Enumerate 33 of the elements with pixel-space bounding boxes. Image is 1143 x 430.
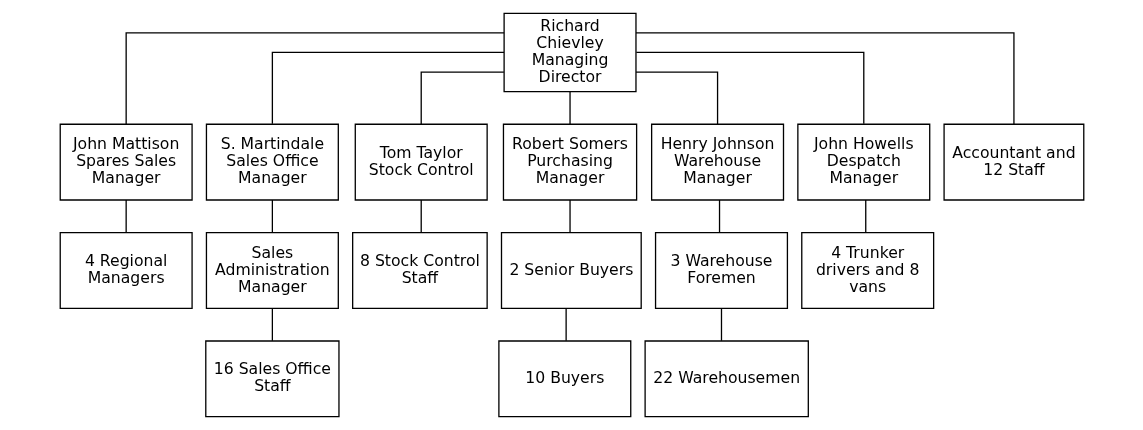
- node-box: 22 Warehousemen: [643, 340, 809, 418]
- connector: [568, 199, 571, 234]
- node-box: 3 Warehouse Foremen: [654, 231, 788, 309]
- node-box: John Howells Despatch Manager: [796, 123, 930, 201]
- connector: [634, 71, 718, 125]
- node-box: S. Martindale Sales Office Manager: [205, 123, 339, 201]
- node-box: John Mattison Spares Sales Manager: [59, 123, 193, 201]
- node-box: Henry Johnson Warehouse Manager: [650, 123, 784, 201]
- connector: [271, 199, 273, 234]
- connector: [635, 51, 864, 125]
- node-box: 4 Trunker drivers and 8 vans: [800, 231, 934, 309]
- connector: [420, 199, 422, 234]
- connector: [564, 307, 567, 342]
- connector: [271, 307, 273, 342]
- node-box: 2 Senior Buyers: [500, 231, 642, 309]
- node-box: Sales Administration Manager: [205, 231, 339, 309]
- node-box: Richard Chievley Managing Director: [502, 12, 637, 93]
- connector: [125, 199, 127, 234]
- node-box: 16 Sales Office Staff: [204, 340, 340, 418]
- node-box: Accountant and 12 Staff: [942, 123, 1084, 201]
- connector: [420, 71, 505, 125]
- node-box: 8 Stock Control Staff: [351, 231, 488, 309]
- node-box: Robert Somers Purchasing Manager: [502, 123, 637, 201]
- connector: [568, 91, 571, 125]
- connector: [718, 199, 720, 234]
- connector: [271, 51, 505, 125]
- node-box: 10 Buyers: [497, 340, 631, 418]
- node-box: 4 Regional Managers: [59, 231, 193, 309]
- connector: [720, 307, 722, 342]
- node-box: Tom Taylor Stock Control: [354, 123, 488, 201]
- connector: [864, 199, 866, 234]
- connector: [125, 32, 505, 125]
- connector: [634, 32, 1015, 125]
